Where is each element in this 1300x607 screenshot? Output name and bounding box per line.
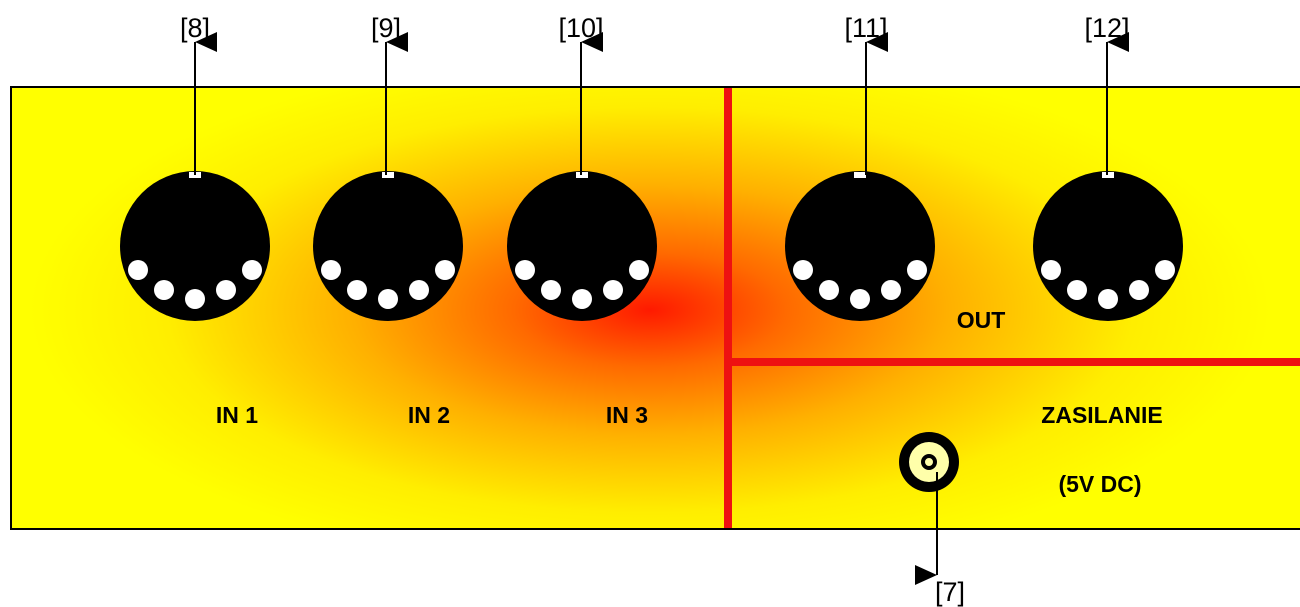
midi-din-socket-in-3 xyxy=(507,171,657,321)
midi-din-socket-in-1 xyxy=(120,171,270,321)
midi-din-socket-in-2 xyxy=(313,171,463,321)
label-in3: IN 3 xyxy=(606,402,648,428)
callout-label-in1: [8] xyxy=(180,13,210,43)
label-in1: IN 1 xyxy=(216,402,258,428)
callout-label-out1: [11] xyxy=(844,13,887,43)
callout-label-in3: [10] xyxy=(558,13,603,43)
label-out: OUT xyxy=(957,307,1006,333)
divider-vertical xyxy=(724,88,732,528)
callout-label-in2: [9] xyxy=(371,13,401,43)
midi-din-socket-out-2 xyxy=(1033,171,1183,321)
divider-horizontal xyxy=(732,358,1300,366)
label-power-title: ZASILANIE xyxy=(1041,402,1162,428)
callout-label-out2: [12] xyxy=(1084,13,1129,43)
callout-label-power: [7] xyxy=(935,577,965,607)
dc-power-jack xyxy=(899,432,959,492)
label-in2: IN 2 xyxy=(408,402,450,428)
midi-din-socket-out-1 xyxy=(785,171,935,321)
label-power-spec: (5V DC) xyxy=(1058,471,1141,497)
